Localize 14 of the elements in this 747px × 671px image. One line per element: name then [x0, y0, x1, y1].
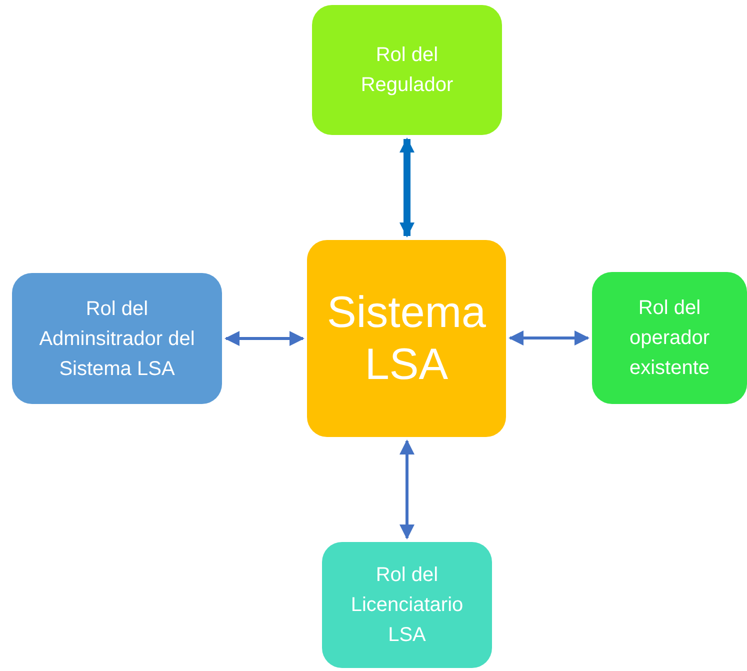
double-arrow: [400, 138, 414, 238]
box-label: Sistema LSA: [326, 286, 487, 390]
box-label: Rol del Regulador: [360, 43, 454, 98]
double-arrow: [508, 330, 590, 346]
role-box: [12, 273, 222, 404]
double-arrow: [400, 440, 414, 540]
role-box: [592, 272, 747, 404]
box-label: Rol del Adminsitrador del Sistema LSA: [38, 296, 196, 382]
box-label: Rol del Licenciatario LSA: [350, 563, 464, 648]
role-box: [312, 5, 502, 135]
box-label: Rol del operador existente: [628, 296, 711, 381]
role-box: [322, 542, 492, 668]
double-arrow: [224, 331, 304, 346]
central-box: [307, 240, 506, 437]
